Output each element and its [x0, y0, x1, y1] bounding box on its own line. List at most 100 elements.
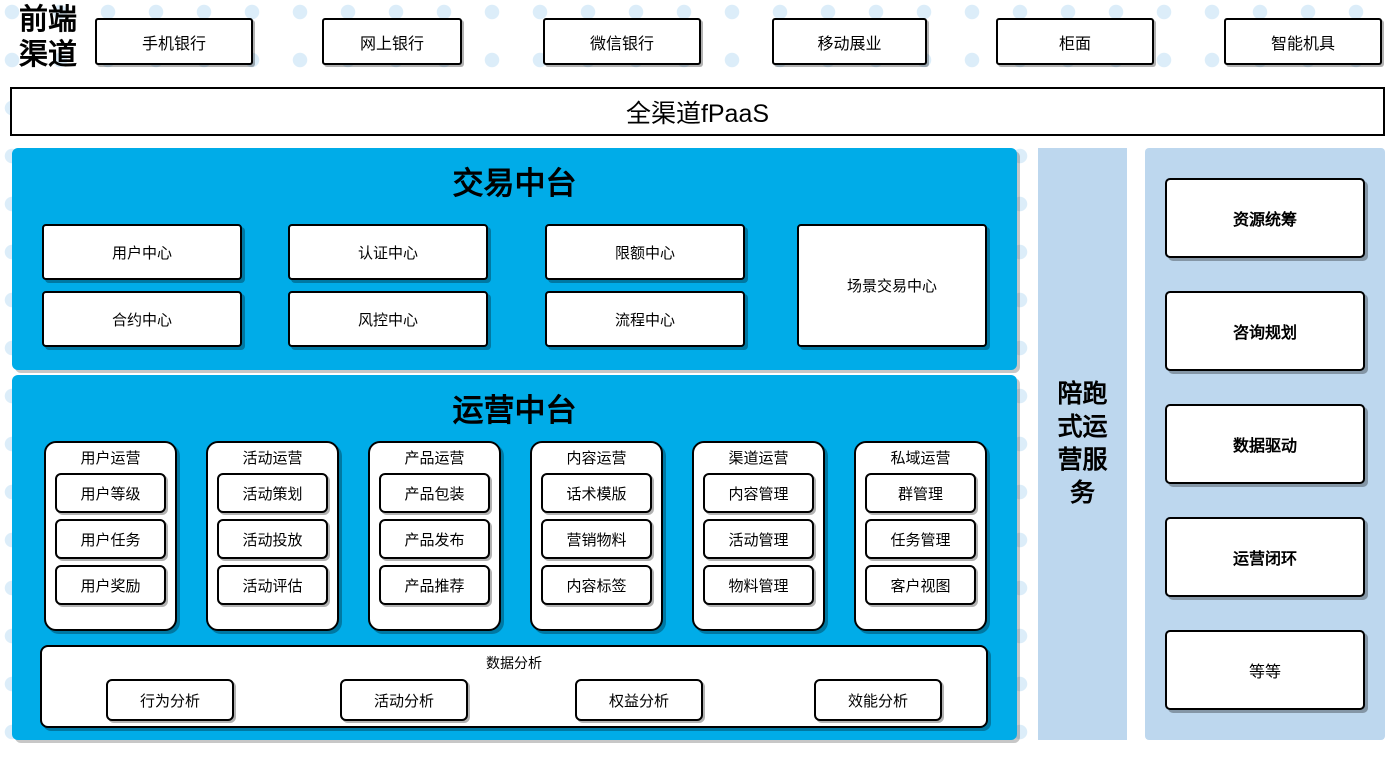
channel-box-6[interactable]: 智能机具: [1224, 18, 1382, 65]
operation-group-title: 内容运营: [566, 450, 627, 467]
operation-item-label: 活动管理: [728, 531, 789, 549]
operation-item-1[interactable]: 群管理: [865, 473, 976, 513]
operation-item-label: 用户等级: [80, 485, 141, 503]
data-analysis-box-label: 权益分析: [608, 692, 669, 710]
service-capability-panel: 资源统筹咨询规划数据驱动运营闭环等等: [1145, 148, 1385, 740]
data-analysis-title: 数据分析: [486, 655, 542, 671]
capability-box-label: 等等: [1248, 663, 1281, 681]
operation-item-label: 营销物料: [566, 531, 627, 549]
operation-item-label: 内容管理: [728, 485, 789, 503]
operation-group-title: 活动运营: [242, 450, 303, 467]
data-analysis-box-2[interactable]: 活动分析: [340, 679, 468, 721]
capability-box-label: 运营闭环: [1232, 550, 1297, 568]
capability-box-4[interactable]: 运营闭环: [1165, 516, 1365, 597]
trade-center-box-2[interactable]: 认证中心: [288, 224, 488, 280]
omnichannel-fpaas-label: 全渠道fPaaS: [625, 99, 770, 128]
operation-item-1[interactable]: 活动策划: [217, 473, 328, 513]
operation-group-title: 私域运营: [890, 450, 951, 467]
channel-box-label: 柜面: [1058, 35, 1091, 53]
operation-item-label: 客户视图: [890, 577, 951, 595]
trade-center-box-3[interactable]: 限额中心: [545, 224, 745, 280]
operation-item-label: 产品发布: [404, 531, 465, 549]
trade-center-panel: 交易中台 用户中心认证中心限额中心合约中心风控中心流程中心场景交易中心: [12, 148, 1017, 370]
data-analysis-box-label: 效能分析: [847, 692, 908, 710]
channel-box-5[interactable]: 柜面: [996, 18, 1154, 65]
operation-item-label: 产品包装: [404, 485, 465, 503]
operation-item-3[interactable]: 内容标签: [541, 565, 652, 605]
front-channel-label: 前端 渠道: [6, 2, 90, 74]
operation-group-title: 用户运营: [80, 450, 141, 467]
front-channel-label-line-2: 渠道: [18, 39, 77, 71]
operation-group-6[interactable]: 私域运营群管理任务管理客户视图: [854, 441, 987, 631]
operation-item-3[interactable]: 用户奖励: [55, 565, 166, 605]
data-analysis-box-3[interactable]: 权益分析: [575, 679, 703, 721]
data-analysis-box-label: 活动分析: [373, 692, 434, 710]
capability-box-label: 咨询规划: [1232, 325, 1297, 343]
trade-center-box-label: 认证中心: [357, 244, 418, 262]
channel-box-label: 智能机具: [1270, 35, 1335, 53]
channel-box-3[interactable]: 微信银行: [543, 18, 701, 65]
capability-box-3[interactable]: 数据驱动: [1165, 403, 1365, 484]
operation-item-1[interactable]: 话术模版: [541, 473, 652, 513]
front-channel-label-line-1: 前端: [18, 4, 77, 36]
accompanying-operation-service-column: 陪跑式运营服务: [1038, 148, 1127, 740]
accompanying-operation-service-label: 陪跑式运营服务: [1057, 380, 1108, 507]
trade-center-box-label: 用户中心: [111, 244, 172, 262]
operation-item-2[interactable]: 产品发布: [379, 519, 490, 559]
operation-item-2[interactable]: 用户任务: [55, 519, 166, 559]
operation-item-label: 任务管理: [890, 531, 951, 549]
capability-box-label: 数据驱动: [1232, 437, 1297, 455]
operation-item-2[interactable]: 活动管理: [703, 519, 814, 559]
trade-center-box-label: 流程中心: [614, 311, 675, 329]
capability-box-5[interactable]: 等等: [1165, 629, 1365, 710]
channel-box-label: 手机银行: [141, 35, 206, 53]
trade-center-box-7[interactable]: 场景交易中心: [797, 224, 987, 347]
operation-item-label: 内容标签: [566, 577, 627, 595]
operation-item-3[interactable]: 产品推荐: [379, 565, 490, 605]
trade-center-box-6[interactable]: 流程中心: [545, 291, 745, 347]
operation-item-3[interactable]: 活动评估: [217, 565, 328, 605]
operation-item-1[interactable]: 内容管理: [703, 473, 814, 513]
capability-box-label: 资源统筹: [1232, 212, 1297, 230]
operation-item-2[interactable]: 营销物料: [541, 519, 652, 559]
operation-center-title: 运营中台: [452, 393, 577, 428]
operation-group-title: 渠道运营: [728, 450, 789, 467]
operation-item-label: 用户任务: [80, 531, 141, 549]
channel-box-1[interactable]: 手机银行: [95, 18, 253, 65]
operation-group-title: 产品运营: [404, 450, 465, 467]
operation-item-3[interactable]: 客户视图: [865, 565, 976, 605]
operation-item-2[interactable]: 任务管理: [865, 519, 976, 559]
trade-center-box-label: 合约中心: [111, 311, 172, 329]
operation-group-5[interactable]: 渠道运营内容管理活动管理物料管理: [692, 441, 825, 631]
operation-item-2[interactable]: 活动投放: [217, 519, 328, 559]
operation-item-label: 活动投放: [242, 531, 303, 549]
operation-group-3[interactable]: 产品运营产品包装产品发布产品推荐: [368, 441, 501, 631]
data-analysis-card: 数据分析 行为分析 活动分析 权益分析 效能分析: [40, 645, 988, 728]
operation-item-label: 活动评估: [242, 577, 303, 595]
trade-center-box-label: 限额中心: [614, 244, 675, 262]
trade-center-box-5[interactable]: 风控中心: [288, 291, 488, 347]
operation-item-label: 物料管理: [728, 577, 789, 595]
operation-item-3[interactable]: 物料管理: [703, 565, 814, 605]
capability-box-1[interactable]: 资源统筹: [1165, 178, 1365, 259]
operation-item-1[interactable]: 用户等级: [55, 473, 166, 513]
operation-group-2[interactable]: 活动运营活动策划活动投放活动评估: [206, 441, 339, 631]
channel-box-label: 移动展业: [817, 35, 882, 53]
channel-box-2[interactable]: 网上银行: [322, 18, 462, 65]
trade-center-box-label: 场景交易中心: [846, 278, 937, 295]
data-analysis-box-4[interactable]: 效能分析: [814, 679, 942, 721]
trade-center-box-1[interactable]: 用户中心: [42, 224, 242, 280]
operation-item-1[interactable]: 产品包装: [379, 473, 490, 513]
operation-item-label: 用户奖励: [80, 577, 141, 595]
trade-center-box-4[interactable]: 合约中心: [42, 291, 242, 347]
operation-item-label: 活动策划: [242, 485, 303, 503]
omnichannel-fpaas-bar[interactable]: 全渠道fPaaS: [10, 87, 1385, 136]
channel-box-4[interactable]: 移动展业: [772, 18, 927, 65]
operation-group-4[interactable]: 内容运营话术模版营销物料内容标签: [530, 441, 663, 631]
capability-box-2[interactable]: 咨询规划: [1165, 291, 1365, 372]
operation-item-label: 群管理: [897, 485, 943, 503]
operation-group-1[interactable]: 用户运营用户等级用户任务用户奖励: [44, 441, 177, 631]
data-analysis-box-1[interactable]: 行为分析: [106, 679, 234, 721]
channel-box-label: 网上银行: [359, 35, 424, 53]
